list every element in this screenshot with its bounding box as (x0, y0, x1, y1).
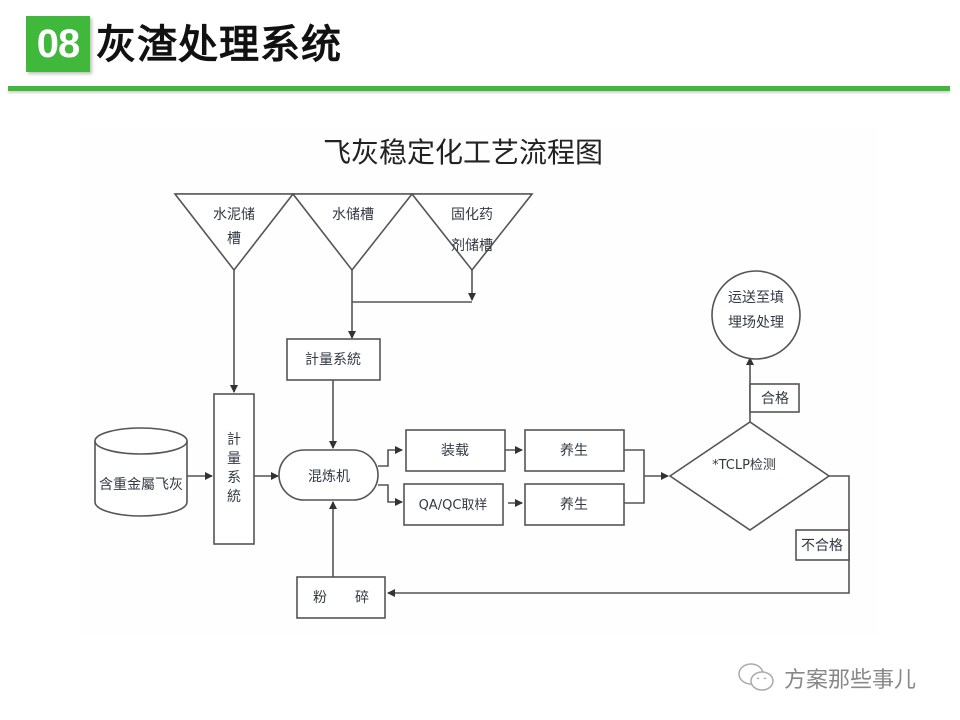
mixer-label: 混炼机 (308, 469, 350, 485)
tclp-diamond (668, 421, 831, 531)
crush-label: 粉 碎 (313, 590, 369, 606)
connector (378, 446, 403, 467)
section-number-badge: 08 (26, 16, 90, 72)
wechat-icon (738, 663, 774, 691)
diagram-title: 飞灰稳定化工艺流程图 (323, 136, 603, 169)
pass-label-box (749, 383, 800, 413)
watermark: 方案那些事儿 (736, 660, 916, 696)
cement-hopper (173, 193, 295, 272)
curing-box-1 (524, 429, 625, 472)
source-tank (94, 441, 188, 517)
source-tank-top (94, 427, 188, 455)
curing-label-2: 养生 (560, 497, 588, 513)
connector (378, 484, 403, 506)
metering-vertical-char: 系 (227, 470, 241, 486)
connector (624, 449, 645, 504)
source-tank-label: 含重金屬飞灰 (99, 477, 183, 493)
agent-hopper-label: 固化药 (451, 207, 493, 223)
cement-hopper-label: 水泥储 (213, 207, 255, 223)
curing-box-2 (524, 483, 625, 526)
mixer-box (278, 449, 379, 501)
metering-top-label: 計量系統 (305, 352, 361, 368)
cement-hopper-label-2: 槽 (227, 231, 241, 247)
curing-label-1: 养生 (560, 443, 588, 459)
agent-hopper (410, 193, 534, 272)
metering-box-top (286, 338, 381, 381)
landfill-circle (711, 270, 801, 360)
metering-vertical-char: 統 (227, 489, 241, 505)
qaqc-box (403, 483, 504, 526)
water-hopper-label: 水储槽 (332, 207, 374, 223)
agent-hopper-label-2: 剂储槽 (451, 238, 493, 254)
landfill-label-2: 埋场处理 (728, 315, 784, 331)
loading-label: 装载 (441, 443, 469, 459)
title-divider (8, 86, 950, 91)
metering-box-vertical (213, 393, 255, 545)
loading-box (405, 429, 506, 472)
pass-label: 合格 (761, 391, 789, 407)
qaqc-label: QA/QC取样 (419, 498, 488, 513)
metering-vertical-char: 計 (227, 432, 241, 448)
water-hopper (291, 193, 414, 272)
fail-label-box (795, 529, 850, 561)
tclp-label: *TCLP检测 (712, 458, 776, 473)
page-title: 灰渣处理系统 (96, 22, 342, 68)
fail-label: 不合格 (801, 538, 843, 554)
crush-box (296, 576, 386, 619)
metering-vertical-char: 量 (227, 451, 241, 467)
landfill-label-1: 运送至填 (728, 290, 784, 306)
watermark-text: 方案那些事儿 (784, 668, 917, 693)
